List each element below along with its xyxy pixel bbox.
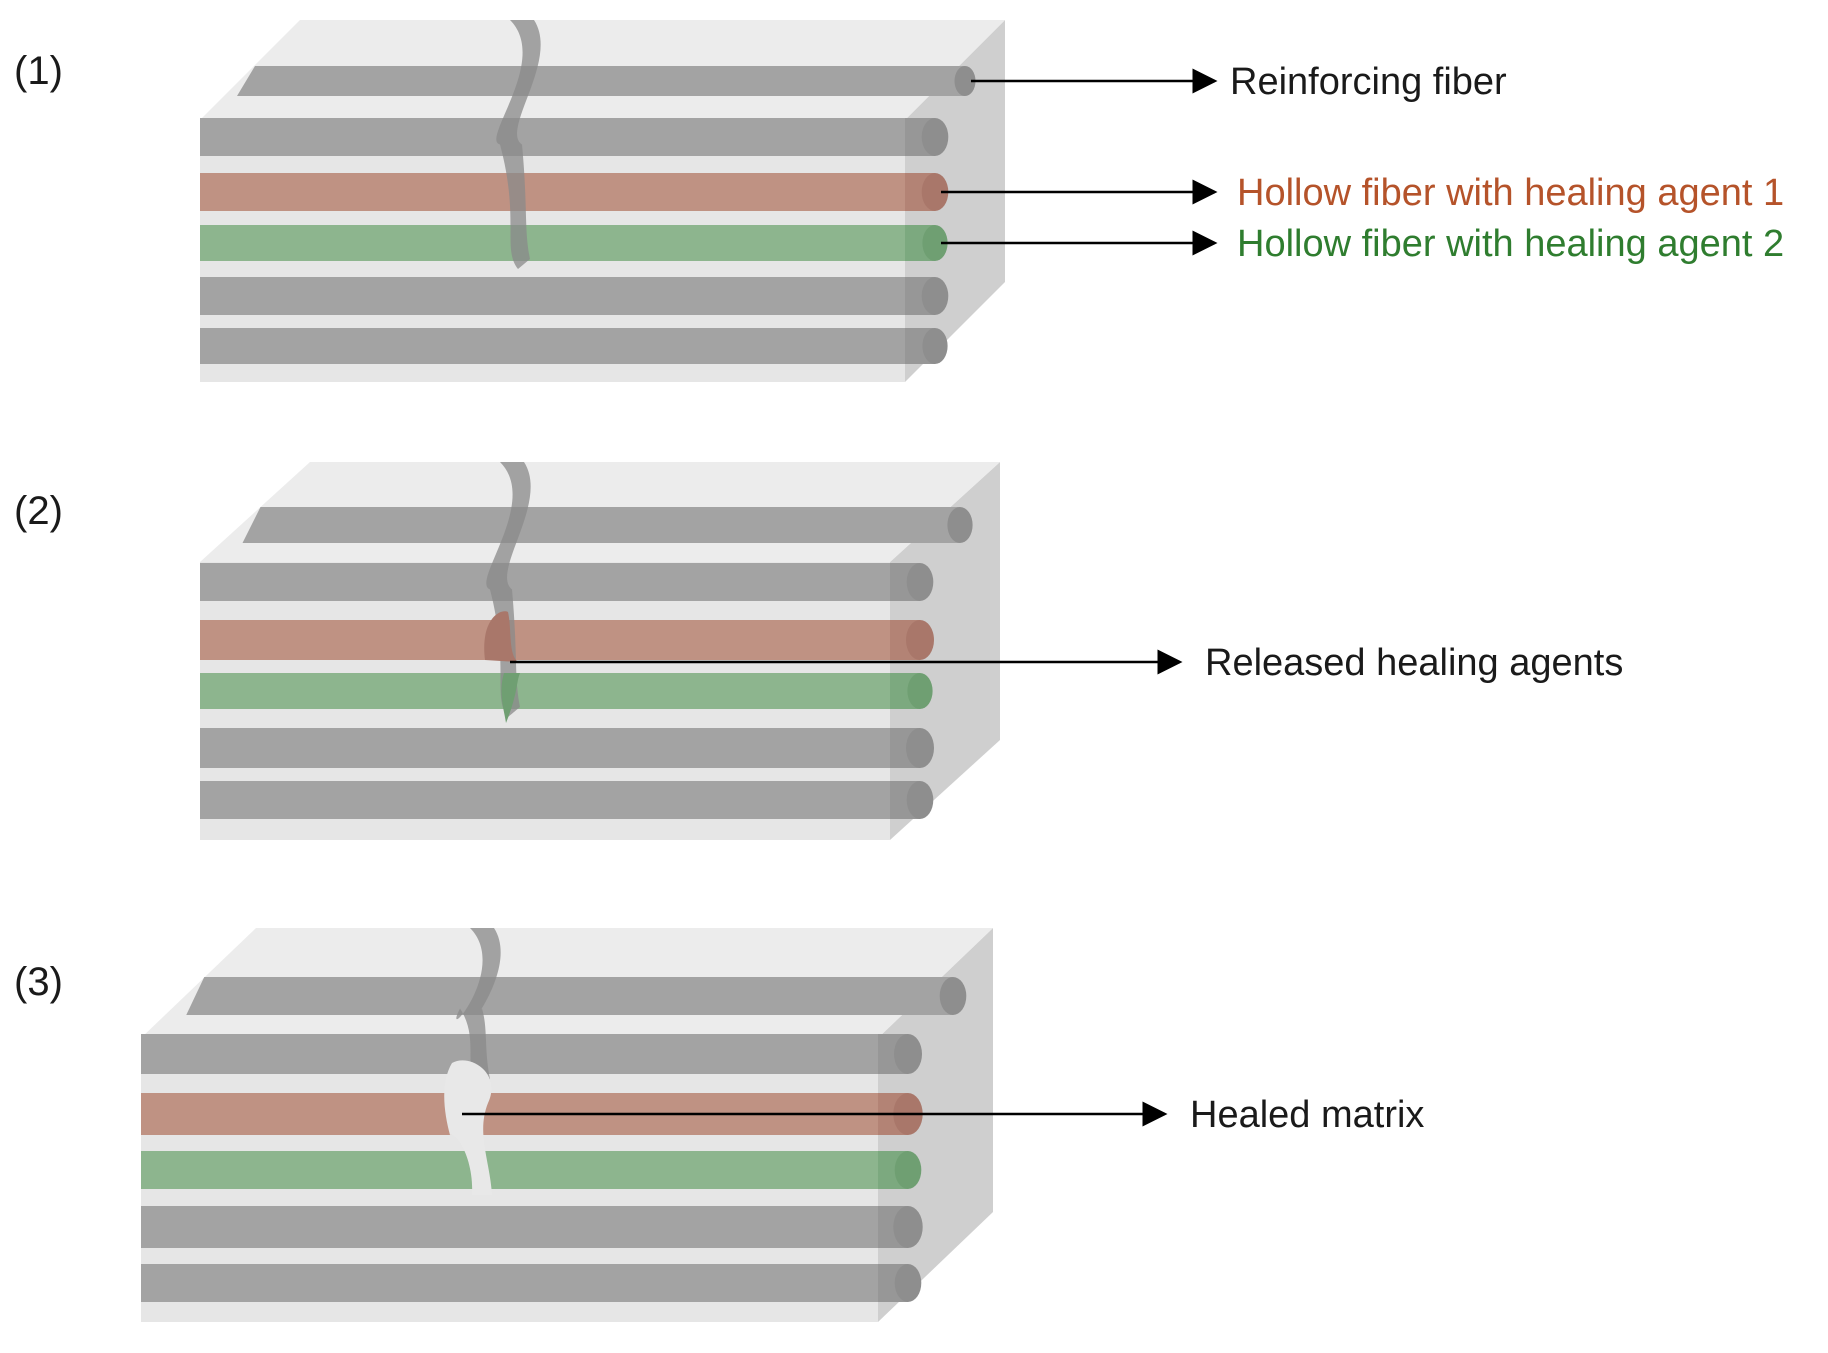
callout: Released healing agents [510, 642, 1623, 684]
fiber-end-cap [921, 277, 949, 315]
reinforcing-fiber [186, 977, 967, 1015]
callout-label: Hollow fiber with healing agent 2 [1237, 223, 1784, 265]
panel-step-3: (3) Healed matrix [14, 928, 1424, 1322]
fiber-end-cap [921, 118, 949, 156]
callout: Reinforcing fiber [971, 61, 1507, 103]
step-label: (1) [14, 49, 63, 93]
callout: Hollow fiber with healing agent 2 [941, 223, 1784, 265]
step-label: (3) [14, 960, 63, 1004]
reinforcing-fiber [200, 728, 934, 768]
step-label: (2) [14, 489, 63, 533]
composite-block [200, 20, 1005, 382]
fiber-end-cap [893, 1206, 923, 1248]
callout-label: Healed matrix [1190, 1094, 1424, 1136]
hollow-fiber-agent-2 [200, 225, 948, 261]
reinforcing-fiber [141, 1206, 923, 1248]
reinforcing-fiber [200, 277, 949, 315]
composite-block [200, 462, 1000, 840]
fiber-end-cap [894, 1151, 922, 1189]
hollow-fiber-agent-1 [200, 620, 934, 660]
callout: Hollow fiber with healing agent 1 [941, 172, 1784, 214]
hollow-fiber-agent-1 [200, 173, 949, 211]
callout-label: Released healing agents [1205, 642, 1623, 684]
healed-matrix-region [444, 1060, 492, 1195]
released-agent-2 [501, 673, 520, 723]
callout: Healed matrix [462, 1094, 1424, 1136]
composite-block [141, 928, 993, 1322]
reinforcing-fiber [242, 507, 973, 543]
callout-label: Reinforcing fiber [1230, 61, 1507, 103]
reinforcing-fiber [200, 781, 934, 819]
fiber-end-cap [894, 1264, 922, 1302]
fiber-end-cap [907, 673, 933, 709]
fiber-end-cap [954, 66, 976, 96]
fiber-end-cap [922, 225, 948, 261]
crack [496, 20, 541, 269]
reinforcing-fiber [200, 118, 949, 156]
panel-step-2: (2) Released healing agents [14, 462, 1623, 840]
crack [456, 928, 501, 1089]
fiber-end-cap [906, 620, 934, 660]
reinforcing-fiber [200, 328, 948, 364]
crack [486, 462, 531, 717]
fiber-end-cap [906, 563, 934, 601]
fiber-end-cap [921, 173, 949, 211]
fiber-end-cap [906, 728, 934, 768]
reinforcing-fiber [141, 1034, 922, 1074]
reinforcing-fiber [141, 1264, 922, 1302]
fiber-end-cap [922, 328, 948, 364]
hollow-fiber-agent-2 [200, 673, 933, 709]
released-agent-1 [484, 611, 518, 662]
reinforcing-fiber [200, 563, 934, 601]
hollow-fiber-agent-2 [141, 1151, 922, 1189]
callout-label: Hollow fiber with healing agent 1 [1237, 172, 1784, 214]
fiber-end-cap [947, 507, 973, 543]
fiber-end-cap [894, 1034, 922, 1074]
fiber-end-cap [939, 977, 967, 1015]
reinforcing-fiber [237, 66, 976, 96]
fiber-end-cap [906, 781, 934, 819]
